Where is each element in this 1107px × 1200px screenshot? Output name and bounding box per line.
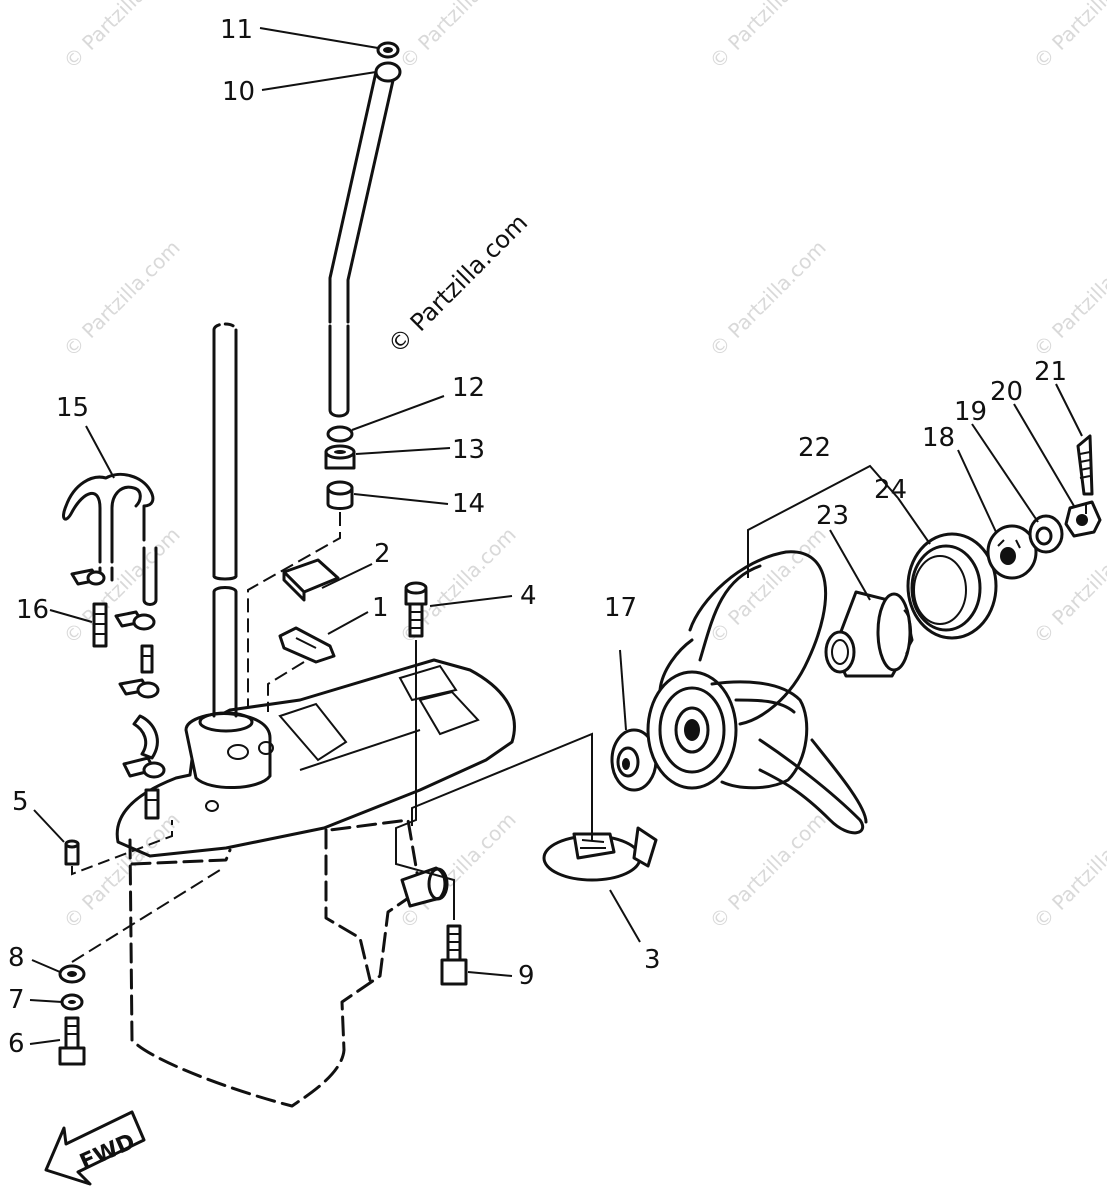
watermark-text: © Partzilla.com (705, 0, 831, 74)
part-17-thrust-washer-icon (610, 728, 658, 792)
watermark-text: © Partzilla.com (1029, 807, 1107, 933)
callout-2: 2 (374, 539, 391, 569)
watermark-text: © Partzilla.com (59, 0, 185, 74)
callout-20: 20 (990, 377, 1023, 407)
shift-rod-drawing (328, 61, 402, 418)
assembly-line (395, 690, 455, 920)
callout-23: 23 (816, 501, 849, 531)
part-2-anode-icon (282, 558, 340, 602)
callout-labels: 11 10 12 13 14 15 2 1 4 16 17 22 23 24 1… (8, 15, 1067, 1059)
hose-clip-icon (118, 678, 160, 699)
callout-8: 8 (8, 943, 25, 973)
part-22-propeller-icon (646, 550, 868, 835)
hose-clip-icon (114, 610, 156, 631)
watermark-text: © Partzilla.com (59, 522, 185, 648)
part-21-cotter-pin-icon (1076, 434, 1094, 496)
callout-17: 17 (604, 593, 637, 623)
watermark-text: © Partzilla.com (705, 235, 831, 361)
part-12-washer-icon (326, 425, 354, 443)
part-7-lock-washer-icon (60, 993, 84, 1011)
watermark-text: © Partzilla.com (1029, 235, 1107, 361)
hose-clip-icon (122, 756, 166, 779)
callout-3: 3 (644, 945, 661, 975)
part-16-nipple-icon (92, 602, 108, 648)
callout-7: 7 (8, 985, 25, 1015)
part-9-bolt-icon (440, 924, 468, 986)
callout-18: 18 (922, 423, 955, 453)
callout-22: 22 (798, 433, 831, 463)
hose-nipple-icon (144, 788, 160, 820)
callout-9: 9 (518, 961, 535, 991)
hose-clip-icon (70, 568, 106, 586)
watermark-text: © Partzilla.com (395, 807, 521, 933)
hose-segment-drawing (132, 714, 159, 760)
leader-lines (29, 27, 1083, 1045)
part-8-washer-icon (58, 964, 86, 984)
callout-11: 11 (220, 15, 253, 45)
part-13-grommet-icon (324, 444, 356, 470)
watermark-text: © Partzilla.com (395, 0, 521, 74)
callout-1: 1 (372, 593, 389, 623)
watermark-layer: © Partzilla.com © Partzilla.com © Partzi… (59, 0, 1107, 934)
fwd-direction-arrow: FWD (44, 1110, 146, 1186)
part-6-bolt-icon (58, 1016, 86, 1066)
assembly-line (71, 820, 173, 876)
callout-4: 4 (520, 581, 537, 611)
callout-21: 21 (1034, 357, 1067, 387)
callout-13: 13 (452, 435, 485, 465)
part-1-plate-icon (278, 626, 336, 664)
watermark-text: © Partzilla.com (59, 807, 185, 933)
part-14-bushing-icon (326, 480, 354, 510)
part-4-bolt-icon (404, 581, 428, 638)
part-11-nut-icon (376, 41, 400, 59)
assembly-line (267, 661, 305, 712)
watermark-text: © Partzilla.com (705, 807, 831, 933)
callout-10: 10 (222, 77, 255, 107)
watermark-text: © Partzilla.com (1029, 0, 1107, 74)
assembly-line (247, 512, 341, 708)
watermark-main: © Partzilla.com (382, 208, 533, 359)
part-19-washer-icon (1028, 514, 1064, 554)
assembly-line (71, 869, 221, 963)
part-18-washer-icon (986, 524, 1038, 580)
part-5-dowel-icon (64, 839, 80, 866)
watermark-text: © Partzilla.com (59, 235, 185, 361)
part-3-trim-tab-icon (542, 826, 658, 882)
part-24-ring-icon (906, 532, 998, 640)
callout-24: 24 (874, 475, 907, 505)
callout-5: 5 (12, 787, 29, 817)
callout-14: 14 (452, 489, 485, 519)
callout-12: 12 (452, 373, 485, 403)
part-20-nut-icon (1064, 500, 1102, 538)
assembly-line (411, 732, 593, 840)
hose-nipple-icon (140, 644, 154, 674)
callout-16: 16 (16, 595, 49, 625)
callout-19: 19 (954, 397, 987, 427)
callout-6: 6 (8, 1029, 25, 1059)
drive-shaft-drawing (212, 322, 238, 718)
callout-15: 15 (56, 393, 89, 423)
part-23-spacer-icon (824, 590, 914, 678)
part-22-bracket (747, 464, 899, 578)
lower-casing-drawing (115, 658, 516, 1108)
